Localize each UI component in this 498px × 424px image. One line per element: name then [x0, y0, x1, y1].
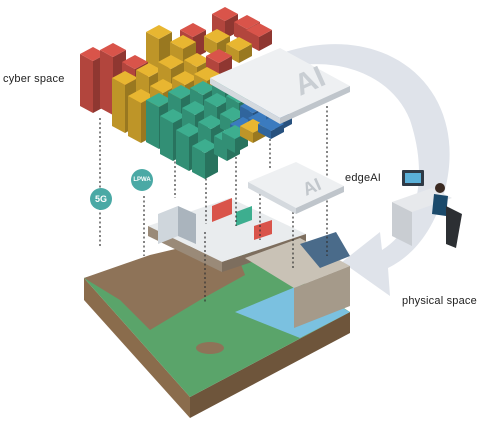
- label-cyber-space: cyber space: [3, 73, 65, 85]
- label-physical-space: physical space: [402, 295, 477, 307]
- cyber-space-data-blocks: [80, 7, 292, 179]
- city-block: [148, 198, 350, 328]
- ai-panel-edge: AI: [248, 162, 344, 214]
- data-block: [226, 37, 252, 63]
- operator-workstation: [392, 170, 462, 248]
- data-block: [246, 23, 272, 51]
- badge-lpwa: LPWA: [131, 169, 153, 191]
- badge-5g: 5G: [90, 188, 112, 210]
- label-edge-ai: edgeAI: [345, 172, 382, 184]
- pond: [196, 342, 224, 354]
- operator-head: [435, 183, 445, 193]
